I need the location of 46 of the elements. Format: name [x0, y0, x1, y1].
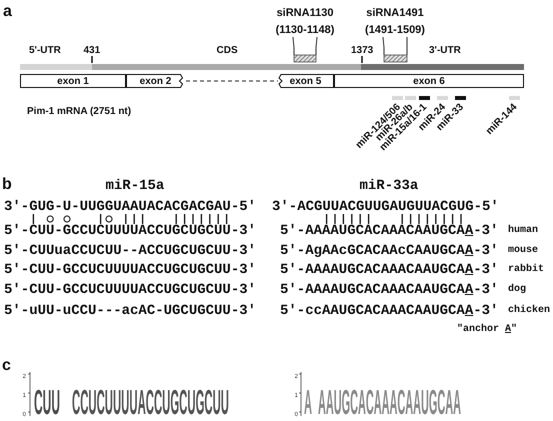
motif-letters: A [304, 382, 313, 421]
annotation: "anchor A" [457, 325, 518, 335]
sequence: 5'-AgAAcGCACAAcCAAUGCAA-3' [280, 244, 498, 258]
target-site-box [294, 54, 316, 62]
exon-box: exon 2 [126, 74, 185, 88]
target-site-box [384, 54, 408, 62]
column-heading: miR-33a [360, 179, 418, 193]
motif-letters: CUU [34, 382, 60, 421]
panel-label: b [2, 177, 12, 193]
position-range: (1491-1509) [365, 25, 425, 36]
sequence: 5'-CUU-GCCUCUUUUACCUGCUGCUU-3' [4, 283, 256, 297]
species-label: chicken [508, 306, 550, 316]
column-heading: miR-15a [106, 179, 164, 193]
exon-box: exon 5 [277, 74, 334, 88]
region-label: 5'-UTR [29, 46, 61, 56]
dashed-connector [186, 80, 278, 82]
species-label: rabbit [508, 265, 544, 275]
leader-line [382, 36, 408, 56]
panel-label: c [2, 358, 11, 374]
species-label: human [508, 226, 538, 236]
sequence: 5'-CUUuaCCUCUU--ACCUGCUGCUU-3' [4, 244, 256, 258]
sequence: 3'-ACGUUACGUUGAUGUUACGUG-5' [272, 200, 499, 214]
species-label: mouse [508, 246, 538, 256]
position-range: (1130-1148) [276, 25, 334, 36]
position-label: 431 [84, 46, 100, 56]
sequence: 3'-GUG-U-UUGGUAAUACACGACGAU-5' [4, 200, 256, 214]
exon-box: exon 1 [20, 74, 126, 88]
sequence: 5'-CUU-GCCUCUUUUACCUGCUGCUU-3' [4, 263, 256, 277]
region-label: 3'-UTR [429, 46, 461, 56]
position-label: 1373 [351, 46, 374, 56]
leader-line [292, 36, 318, 56]
sequence: 5'-AAAAUGCACAAACAAUGCAA-3' [280, 263, 498, 277]
species-label: dog [508, 285, 526, 295]
sequence: 5'-AAAAUGCACAAACAAUGCAA-3' [280, 283, 498, 297]
exon-box: exon 6 [334, 74, 524, 88]
panel-label: a [3, 4, 12, 20]
region-label: CDS [216, 46, 238, 56]
transcript-label: Pim-1 mRNA (2751 nt) [27, 107, 132, 117]
motif-letters: CCUCUUUUACCUGCUGCUU [72, 382, 238, 421]
sequence: 5'-CUU-GCCUCUUUUACCUGCUGCUU-3' [4, 224, 256, 238]
sirna-name: siRNA1130 [276, 8, 334, 19]
sequence: 5'-ccAAUGCACAAACAAUGCAA-3' [280, 304, 498, 318]
motif-letters: AAUGCACAAACAAUGCAA [318, 382, 476, 421]
sequence: 5'-uUU-uCCU---acAC-UGCUGCUU-3' [4, 304, 256, 318]
sequence: 5'-AAAAUGCACAAACAAUGCAA-3' [280, 224, 498, 238]
sirna-name: siRNA1491 [366, 8, 424, 19]
